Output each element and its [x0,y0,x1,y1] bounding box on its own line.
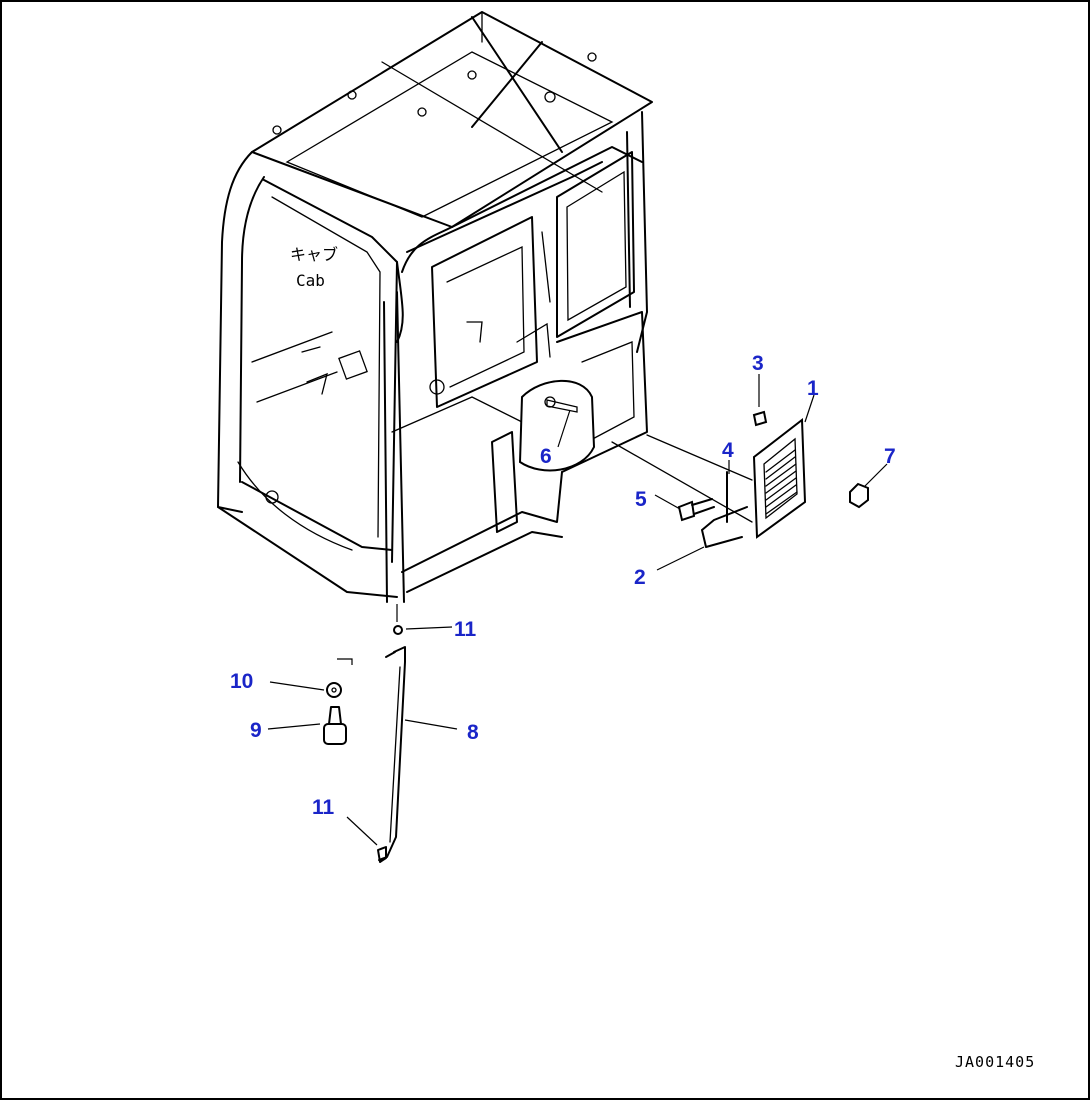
callout-7: 7 [884,445,896,468]
part-1-grille [752,418,807,539]
part-9-bolt [323,706,347,745]
callout-10: 10 [230,670,253,693]
part-5-bolt [677,498,715,522]
part-2-bracket [701,506,748,548]
part-7-nut [849,482,869,509]
cab-label-en: Cab [296,271,325,290]
callout-11-bottom: 11 [312,796,335,819]
callout-4: 4 [722,439,734,462]
callout-5: 5 [635,488,647,511]
callout-1: 1 [807,377,819,400]
part-3-bolt [752,410,768,427]
callout-3: 3 [752,352,764,375]
callout-8: 8 [467,721,479,744]
part-8-strip [378,646,406,861]
reference-code: JA001405 [955,1053,1035,1071]
callout-6: 6 [540,445,552,468]
callout-11-top: 11 [454,618,477,641]
callout-2: 2 [634,566,646,589]
cab-label-jp: キャブ [290,245,338,264]
part-10-washer [326,682,342,698]
part-6-cover [518,379,596,472]
callout-9: 9 [250,719,262,742]
part-11-clip-top [393,625,403,635]
leader-lines [267,374,888,846]
part-11-clip-bottom [377,846,387,863]
cab-frame [217,11,653,603]
